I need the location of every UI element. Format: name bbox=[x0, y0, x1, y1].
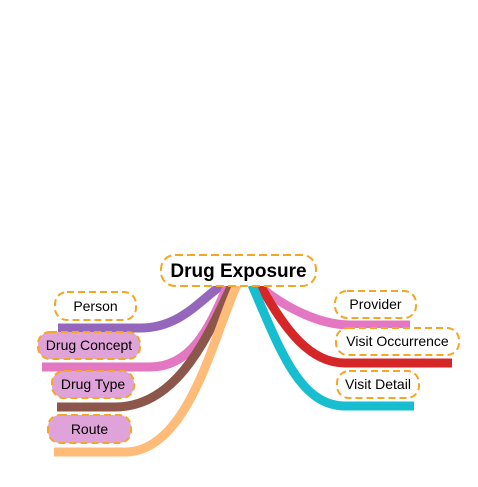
center-node[interactable]: Drug Exposure bbox=[160, 254, 317, 287]
node-provider-box bbox=[334, 290, 417, 319]
node-route[interactable]: Route bbox=[47, 414, 132, 444]
branch-line-person bbox=[58, 281, 225, 333]
node-visit-detail[interactable]: Visit Detail bbox=[336, 370, 420, 399]
node-visit-detail-label: Visit Detail bbox=[345, 376, 411, 392]
node-drug-concept-label: Drug Concept bbox=[46, 337, 132, 353]
node-person-label: Person bbox=[73, 298, 117, 314]
center-node-label: Drug Exposure bbox=[170, 261, 306, 282]
node-drug-type-box bbox=[51, 370, 135, 399]
branch-line-drug-type bbox=[57, 283, 237, 412]
node-visit-detail-box bbox=[336, 370, 420, 399]
node-visit-occurrence-label: Visit Occurrence bbox=[346, 333, 449, 349]
branch-line-route bbox=[54, 283, 242, 457]
branch-line-visit-detail bbox=[247, 283, 414, 411]
node-person-box bbox=[54, 291, 137, 321]
node-drug-type[interactable]: Drug Type bbox=[51, 370, 135, 399]
center-node-box bbox=[160, 254, 317, 287]
node-drug-concept[interactable]: Drug Concept bbox=[37, 331, 141, 360]
node-person[interactable]: Person bbox=[54, 291, 137, 321]
node-provider[interactable]: Provider bbox=[334, 290, 417, 319]
node-drug-type-label: Drug Type bbox=[61, 376, 126, 392]
node-route-box bbox=[47, 414, 132, 444]
node-route-label: Route bbox=[71, 421, 109, 437]
node-visit-occurrence-box bbox=[335, 327, 460, 356]
node-visit-occurrence[interactable]: Visit Occurrence bbox=[335, 327, 460, 356]
node-drug-concept-box bbox=[37, 331, 141, 360]
branch-line-visit-occurrence bbox=[256, 282, 452, 368]
node-provider-label: Provider bbox=[349, 296, 401, 312]
branch-lines bbox=[42, 281, 452, 457]
